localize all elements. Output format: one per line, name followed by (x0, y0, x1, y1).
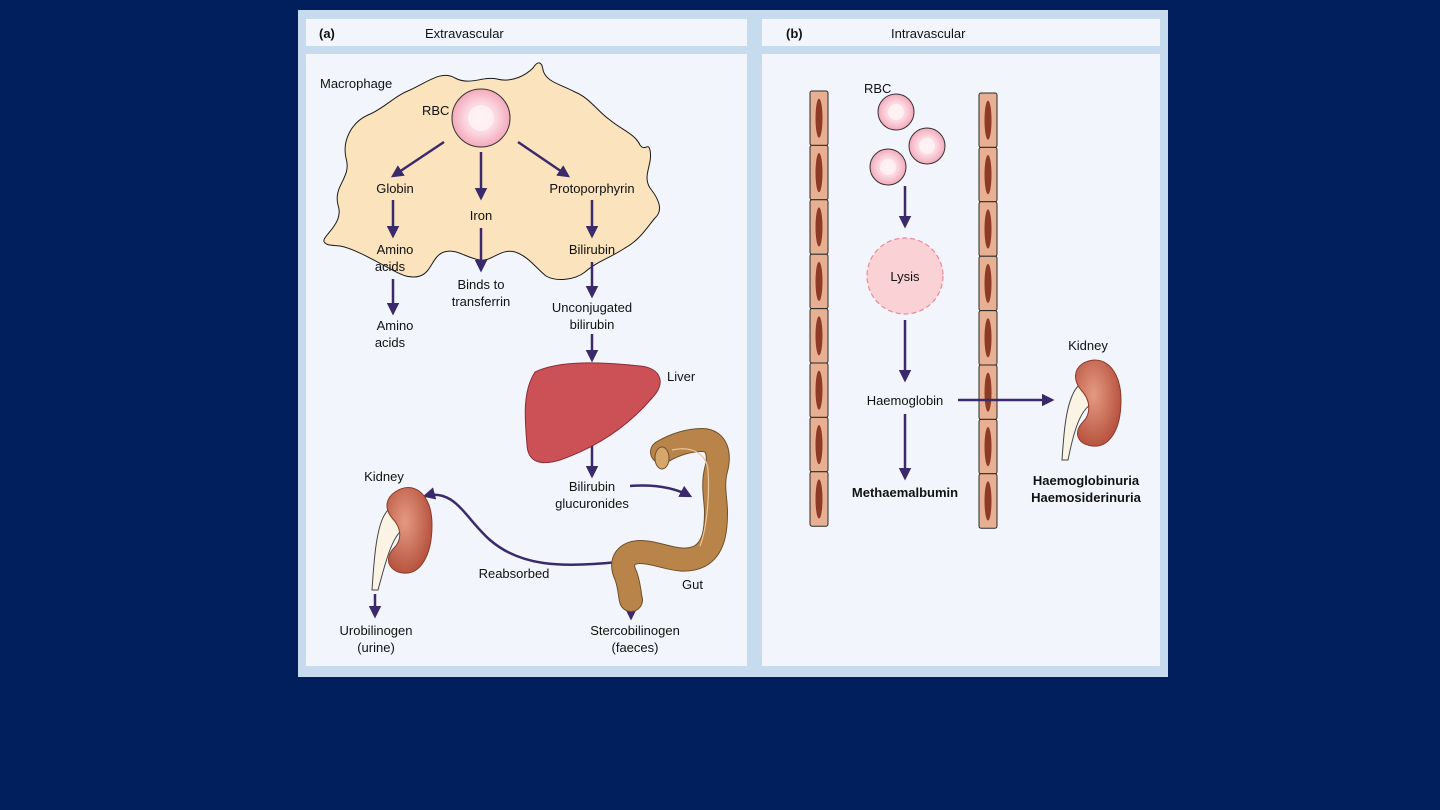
vessel-nucleus (815, 316, 823, 356)
label-unconjugated-bilirubin: Unconjugated (552, 300, 632, 315)
label-rbc: RBC (864, 81, 891, 96)
label-urobilinogen: (urine) (357, 640, 395, 655)
label-liver: Liver (667, 369, 696, 384)
panel-a-header: (a) Extravascular (306, 19, 747, 46)
label-bilirubin-glucuronides: glucuronides (555, 496, 629, 511)
vessel-nucleus (815, 479, 823, 519)
vessel-wall-right (978, 92, 998, 529)
label-reabsorbed: Reabsorbed (479, 566, 550, 581)
label-macrophage: Macrophage (320, 76, 392, 91)
gut-illustration (611, 427, 730, 612)
label-unconjugated-bilirubin: bilirubin (570, 317, 615, 332)
vessel-nucleus (815, 370, 823, 410)
panel-b-header: (b) Intravascular (762, 19, 1160, 46)
label-kidney: Kidney (364, 469, 404, 484)
label-bilirubin-glucuronides: Bilirubin (569, 479, 615, 494)
label-bilirubin: Bilirubin (569, 242, 615, 257)
panel-b-title: Intravascular (891, 26, 966, 41)
label-haemoglobinuria: Haemoglobinuria (1033, 473, 1140, 488)
reabsorption-arrow (422, 487, 619, 566)
vessel-nucleus (984, 481, 992, 521)
panel-a-title: Extravascular (425, 26, 504, 41)
label-rbc: RBC (422, 103, 449, 118)
label-gut: Gut (682, 577, 703, 592)
vessel-nucleus (815, 261, 823, 301)
label-lysis: Lysis (890, 269, 920, 284)
macrophage-cell (323, 62, 660, 280)
vessel-nucleus (815, 153, 823, 193)
arrow (629, 484, 693, 498)
arrow (390, 140, 445, 178)
label-globin: Globin (376, 181, 414, 196)
label-binds-to-transferrin: transferrin (452, 294, 511, 309)
label-binds-to-transferrin: Binds to (458, 277, 505, 292)
label-stercobilinogen: (faeces) (612, 640, 659, 655)
label-iron: Iron (470, 208, 492, 223)
label-kidney: Kidney (1068, 338, 1108, 353)
vessel-nucleus (984, 372, 992, 412)
panel-a-letter: (a) (319, 26, 335, 41)
label-protoporphyrin: Protoporphyrin (549, 181, 634, 196)
vessel-nucleus (815, 207, 823, 247)
vessel-nucleus (984, 155, 992, 195)
liver-illustration (524, 362, 661, 464)
vessel-nucleus (984, 209, 992, 249)
vessel-nucleus (984, 100, 992, 140)
label-urobilinogen: Urobilinogen (340, 623, 413, 638)
vessel-nucleus (815, 98, 823, 138)
vessel-nucleus (984, 318, 992, 358)
lysis-cell (866, 237, 944, 315)
label-amino-acids-out: acids (375, 335, 406, 350)
kidney-illustration (371, 487, 433, 591)
vessel-wall-left (809, 90, 829, 527)
vessel-nucleus (984, 427, 992, 467)
label-amino-acids: acids (375, 259, 406, 274)
vessel-nucleus (984, 263, 992, 303)
label-amino-acids: Amino (377, 242, 414, 257)
label-methaemalbumin: Methaemalbumin (852, 485, 958, 500)
label-stercobilinogen: Stercobilinogen (590, 623, 680, 638)
label-haemosiderinuria: Haemosiderinuria (1031, 490, 1142, 505)
arrow (517, 140, 571, 178)
label-haemoglobin: Haemoglobin (867, 393, 944, 408)
vessel-nucleus (815, 425, 823, 465)
kidney-illustration (1061, 359, 1122, 461)
panel-b-letter: (b) (786, 26, 803, 41)
label-amino-acids-out: Amino (377, 318, 414, 333)
